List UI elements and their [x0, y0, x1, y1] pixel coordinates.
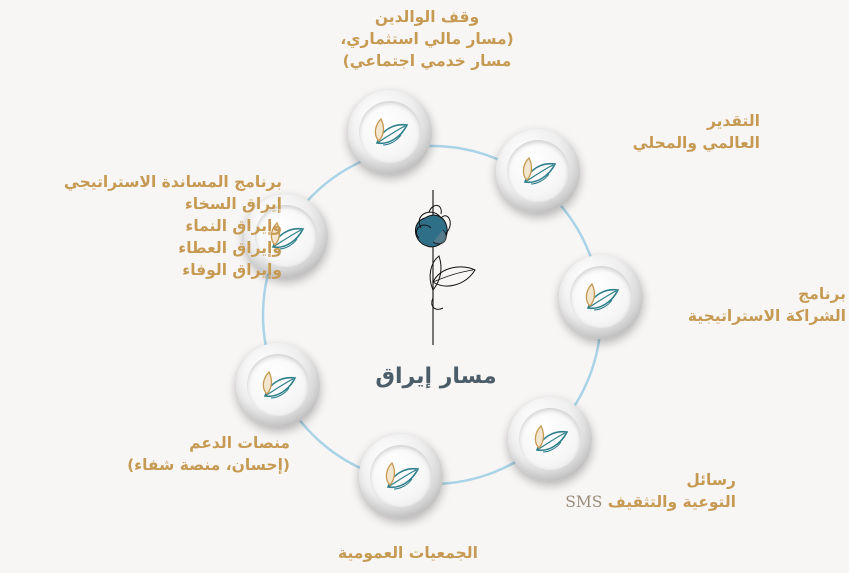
label-line: وإيراق النماء [185, 217, 282, 235]
node-lower-left [236, 343, 320, 427]
node-upper-right [496, 129, 580, 213]
leaf-icon [262, 370, 297, 399]
node-label-lower-right: رسائل التوعية والتثقيف SMS [560, 469, 736, 513]
leaf-icon [534, 424, 569, 453]
label-line: برنامج المساندة الاستراتيجي [63, 173, 282, 191]
center-flower-icon [415, 205, 451, 248]
node-bottom [359, 434, 443, 518]
node-inner-circle [519, 408, 581, 470]
node-lower-right [508, 397, 592, 481]
node-label-bottom: الجمعيات العمومية [308, 542, 508, 564]
label-line: رسائل [686, 471, 736, 489]
node-inner-circle [370, 445, 432, 507]
node-label-lower-left: منصات الدعم (إحسان، منصة شفاء) [94, 432, 290, 476]
label-line: (إحسان، منصة شفاء) [127, 456, 290, 474]
label-line: وإيراق الوفاء [182, 261, 282, 279]
leaf-icon [585, 282, 620, 311]
label-line: مسار خدمي اجتماعي) [342, 52, 512, 70]
label-line: (مسار مالي استثماري، [340, 30, 514, 48]
label-line: منصات الدعم [189, 434, 290, 452]
leaf-icon [270, 221, 305, 250]
center-leaf-lower-icon [429, 255, 476, 310]
node-top [348, 90, 432, 174]
label-line: برنامج [798, 285, 846, 303]
node-label-upper-left: برنامج المساندة الاستراتيجي إيراق السخاء و… [10, 171, 282, 281]
leaf-icon [385, 461, 420, 490]
leaf-icon [522, 156, 557, 185]
label-line: وإيراق العطاء [178, 239, 282, 257]
node-upper-left [244, 194, 328, 278]
node-inner-circle [570, 266, 632, 328]
node-label-top: وقف الوالدين (مسار مالي استثماري، مسار خدم… [292, 6, 562, 72]
node-label-upper-right: التقدير العالمي والمحلي [590, 110, 760, 154]
label-line: إيراق السخاء [184, 195, 282, 213]
node-inner-circle [255, 205, 317, 267]
label-line: العالمي والمحلي [632, 134, 760, 152]
node-right [559, 255, 643, 339]
center-title: مسار إيراق [375, 364, 497, 389]
node-inner-circle [507, 140, 569, 202]
sms-suffix: SMS [565, 493, 603, 511]
label-line: التقدير [706, 112, 760, 130]
node-inner-circle [247, 354, 309, 416]
label-line: الجمعيات العمومية [338, 544, 478, 562]
node-inner-circle [359, 101, 421, 163]
label-line: التوعية والتثقيف SMS [565, 493, 736, 511]
label-line: الشراكة الاستراتيجية [687, 307, 846, 325]
label-line: وقف الوالدين [374, 8, 480, 26]
node-label-right: برنامج الشراكة الاستراتيجية [650, 283, 846, 327]
leaf-icon [374, 117, 409, 146]
